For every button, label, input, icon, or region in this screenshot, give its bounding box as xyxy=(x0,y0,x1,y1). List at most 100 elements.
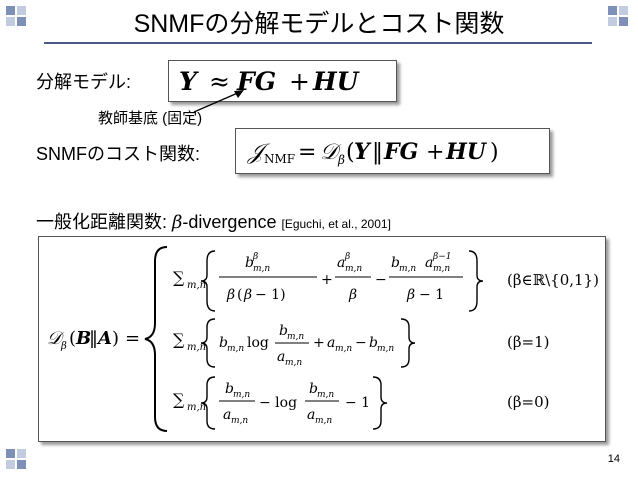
svg-text:m,n: m,n xyxy=(287,332,304,342)
svg-text:m,n: m,n xyxy=(231,416,248,426)
divergence-heading-suffix: -divergence xyxy=(182,212,277,232)
divergence-definition-box: 𝒟 β ( B ‖ A ) = ∑ m,n b m,n β β ( β − 1)… xyxy=(38,236,606,442)
deco-square xyxy=(6,460,15,469)
model-label: 分解モデル: xyxy=(36,72,132,92)
svg-text:m,n: m,n xyxy=(227,344,244,354)
svg-text:=: = xyxy=(125,328,140,349)
svg-text:=: = xyxy=(298,140,316,165)
svg-text:b: b xyxy=(369,335,378,351)
cost-equation-box: 𝒥 NMF = 𝒟 β ( Y ‖ FG + HU ) xyxy=(235,128,550,174)
svg-text:a: a xyxy=(277,349,285,365)
svg-text:−: − xyxy=(375,272,387,288)
svg-text:β: β xyxy=(406,287,415,303)
svg-text:m,n: m,n xyxy=(187,342,206,353)
svg-text:m,n: m,n xyxy=(399,264,416,274)
teacher-basis-label: 教師基底 (固定) xyxy=(98,110,203,127)
svg-text:NMF: NMF xyxy=(264,152,295,166)
svg-text:≈: ≈ xyxy=(209,67,230,96)
svg-text:m,n: m,n xyxy=(335,344,352,354)
svg-text:m,n: m,n xyxy=(377,344,394,354)
deco-square xyxy=(6,449,15,458)
svg-text:+: + xyxy=(426,140,444,165)
svg-text:∑: ∑ xyxy=(173,330,185,349)
svg-text:m,n: m,n xyxy=(187,402,206,413)
svg-text:m,n: m,n xyxy=(433,264,450,274)
svg-text:m,n: m,n xyxy=(285,358,302,368)
svg-text:a: a xyxy=(337,255,345,271)
deco-square xyxy=(17,17,26,26)
svg-text:− 1): − 1) xyxy=(255,287,286,303)
citation: [Eguchi, et al., 2001] xyxy=(281,217,391,231)
svg-text:β: β xyxy=(226,287,235,303)
svg-text:b: b xyxy=(225,381,234,397)
svg-text:m,n: m,n xyxy=(187,280,206,291)
svg-text:+: + xyxy=(313,335,325,351)
case1-condition: (β∈ℝ\{0,1}) xyxy=(507,271,599,289)
cost-equation: 𝒥 NMF = 𝒟 β ( Y ‖ FG + HU ) xyxy=(247,139,499,167)
cost-label: SNMFのコスト関数: xyxy=(36,144,200,164)
svg-text:∑: ∑ xyxy=(173,390,185,409)
svg-text:m,n: m,n xyxy=(317,390,334,400)
svg-text:‖: ‖ xyxy=(89,328,98,349)
deco-square xyxy=(608,17,617,26)
deco-square xyxy=(6,17,15,26)
svg-text:a: a xyxy=(307,407,315,423)
svg-text:− log: − log xyxy=(259,395,297,411)
teacher-basis-arrow xyxy=(193,90,244,113)
svg-text:m,n: m,n xyxy=(345,264,362,274)
deco-square xyxy=(619,6,628,15)
divergence-heading: 一般化距離関数: β-divergence [Eguchi, et al., 2… xyxy=(36,208,391,234)
case3-condition: (β=0) xyxy=(507,393,550,411)
svg-text:HU: HU xyxy=(445,139,488,165)
svg-text:− 1: − 1 xyxy=(345,395,370,411)
svg-text:b: b xyxy=(245,255,254,271)
deco-square xyxy=(608,6,617,15)
svg-text:− 1: − 1 xyxy=(419,287,444,303)
divergence-equation: 𝒟 β ( B ‖ A ) = ∑ m,n b m,n β β ( β − 1)… xyxy=(47,246,599,432)
svg-text:β: β xyxy=(243,287,252,303)
svg-text:(: ( xyxy=(69,328,76,349)
svg-text:log: log xyxy=(247,335,269,351)
svg-text:(: ( xyxy=(346,140,355,165)
svg-text:a: a xyxy=(223,407,231,423)
divergence-heading-prefix: 一般化距離関数: xyxy=(36,212,173,232)
svg-text:): ) xyxy=(490,140,499,165)
svg-text:β: β xyxy=(337,153,345,167)
svg-text:Y: Y xyxy=(354,139,372,165)
deco-square xyxy=(619,17,628,26)
beta-symbol: β xyxy=(172,212,183,233)
svg-text:Y: Y xyxy=(179,67,199,96)
slide-title: SNMFの分解モデルとコスト関数 xyxy=(133,10,505,38)
svg-text:+: + xyxy=(289,67,310,96)
svg-text:β: β xyxy=(252,252,258,262)
svg-text:m,n: m,n xyxy=(315,416,332,426)
svg-text:‖: ‖ xyxy=(372,140,383,165)
svg-text:FG: FG xyxy=(383,139,418,165)
svg-text:m,n: m,n xyxy=(233,390,250,400)
svg-text:m,n: m,n xyxy=(253,264,270,274)
deco-square xyxy=(17,6,26,15)
svg-text:HU: HU xyxy=(312,67,361,96)
deco-square xyxy=(17,460,26,469)
svg-text:B: B xyxy=(75,328,91,349)
deco-square xyxy=(6,6,15,15)
svg-text:𝒟: 𝒟 xyxy=(320,140,342,165)
svg-text:A: A xyxy=(96,328,112,349)
case2-condition: (β=1) xyxy=(507,333,550,351)
svg-text:b: b xyxy=(391,255,400,271)
deco-squares-top-left xyxy=(6,6,30,30)
svg-text:a: a xyxy=(327,335,335,351)
title-underline xyxy=(44,42,592,44)
deco-squares-bottom-left xyxy=(6,449,30,473)
svg-text:a: a xyxy=(425,255,433,271)
svg-text:+: + xyxy=(321,272,333,288)
svg-text:(: ( xyxy=(237,287,242,303)
svg-text:𝒟: 𝒟 xyxy=(47,328,65,349)
svg-text:b: b xyxy=(309,381,318,397)
svg-text:b: b xyxy=(219,335,228,351)
deco-squares-top-right xyxy=(608,6,632,30)
svg-text:∑: ∑ xyxy=(173,268,185,287)
svg-text:β−1: β−1 xyxy=(432,252,451,262)
svg-text:−: − xyxy=(355,335,367,351)
